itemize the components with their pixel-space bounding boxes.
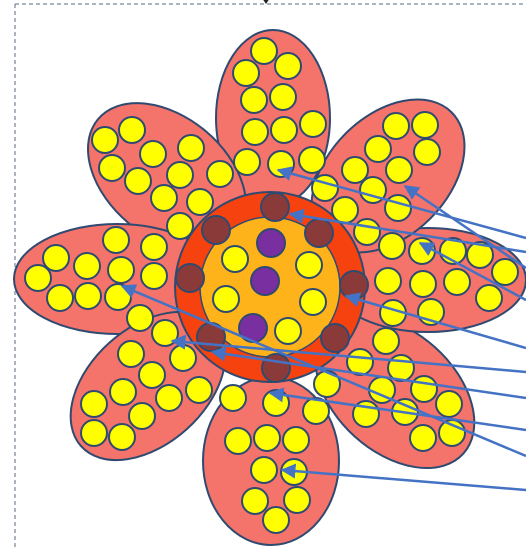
- purple-node: [251, 267, 279, 295]
- yellow-node: [410, 425, 436, 451]
- yellow-node: [373, 328, 399, 354]
- yellow-node: [43, 245, 69, 271]
- purple-node: [257, 229, 285, 257]
- yellow-node: [375, 268, 401, 294]
- yellow-node: [167, 162, 193, 188]
- yellow-node: [241, 87, 267, 113]
- yellow-node: [251, 457, 277, 483]
- yellow-node: [151, 185, 177, 211]
- yellow-node: [410, 271, 436, 297]
- yellow-node: [412, 112, 438, 138]
- yellow-node: [127, 305, 153, 331]
- yellow-node: [354, 219, 380, 245]
- dark-node: [321, 324, 349, 352]
- yellow-node: [284, 487, 310, 513]
- yellow-node: [379, 233, 405, 259]
- yellow-node: [254, 425, 280, 451]
- yellow-node: [299, 147, 325, 173]
- yellow-node: [300, 289, 326, 315]
- yellow-node: [47, 285, 73, 311]
- yellow-node: [118, 341, 144, 367]
- yellow-node: [332, 197, 358, 223]
- yellow-node: [92, 127, 118, 153]
- yellow-node: [386, 157, 412, 183]
- yellow-node: [220, 385, 246, 411]
- yellow-node: [139, 362, 165, 388]
- yellow-node: [156, 385, 182, 411]
- yellow-node: [103, 227, 129, 253]
- dark-node: [340, 271, 368, 299]
- yellow-node: [283, 427, 309, 453]
- yellow-node: [476, 285, 502, 311]
- yellow-node: [251, 38, 277, 64]
- yellow-node: [74, 253, 100, 279]
- yellow-node: [225, 428, 251, 454]
- yellow-node: [300, 111, 326, 137]
- yellow-node: [234, 149, 260, 175]
- yellow-node: [444, 269, 470, 295]
- yellow-node: [242, 119, 268, 145]
- yellow-node: [140, 141, 166, 167]
- yellow-node: [411, 376, 437, 402]
- yellow-node: [383, 113, 409, 139]
- yellow-node: [75, 283, 101, 309]
- dark-node: [305, 219, 333, 247]
- yellow-node: [207, 161, 233, 187]
- yellow-node: [342, 157, 368, 183]
- yellow-node: [170, 345, 196, 371]
- yellow-node: [275, 53, 301, 79]
- yellow-node: [119, 117, 145, 143]
- yellow-node: [409, 238, 435, 264]
- yellow-node: [129, 403, 155, 429]
- yellow-node: [365, 136, 391, 162]
- yellow-node: [275, 318, 301, 344]
- yellow-node: [81, 391, 107, 417]
- top-arrow-tip-icon: [262, 0, 270, 4]
- yellow-node: [186, 377, 212, 403]
- yellow-node: [492, 259, 518, 285]
- yellow-node: [178, 135, 204, 161]
- yellow-node: [110, 379, 136, 405]
- yellow-node: [141, 263, 167, 289]
- yellow-node: [125, 168, 151, 194]
- yellow-node: [233, 60, 259, 86]
- dark-node: [261, 193, 289, 221]
- yellow-node: [312, 175, 338, 201]
- yellow-node: [25, 265, 51, 291]
- yellow-node: [141, 234, 167, 260]
- dark-node: [262, 354, 290, 382]
- yellow-node: [108, 257, 134, 283]
- yellow-node: [81, 420, 107, 446]
- yellow-node: [296, 252, 322, 278]
- yellow-node: [242, 488, 268, 514]
- yellow-node: [213, 286, 239, 312]
- yellow-node: [263, 507, 289, 533]
- yellow-node: [385, 195, 411, 221]
- yellow-node: [167, 213, 193, 239]
- yellow-node: [270, 84, 296, 110]
- yellow-node: [222, 246, 248, 272]
- dark-node: [202, 216, 230, 244]
- yellow-node: [271, 117, 297, 143]
- yellow-node: [99, 155, 125, 181]
- yellow-node: [109, 424, 135, 450]
- yellow-node: [187, 189, 213, 215]
- yellow-node: [414, 139, 440, 165]
- yellow-node: [436, 391, 462, 417]
- dark-node: [176, 264, 204, 292]
